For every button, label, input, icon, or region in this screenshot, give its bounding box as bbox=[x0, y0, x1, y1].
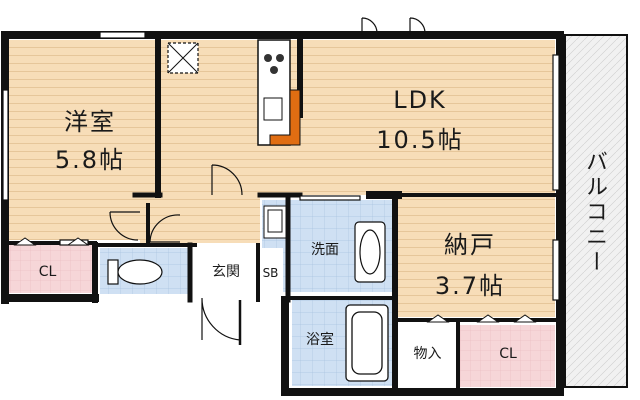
closet-left-floor bbox=[8, 245, 93, 293]
balcony-floor bbox=[564, 34, 628, 388]
ldk-floor bbox=[160, 40, 555, 195]
door-swings-top bbox=[361, 17, 426, 35]
door-swings bbox=[109, 164, 243, 345]
western-room-size: 5.8帖 bbox=[54, 146, 126, 174]
closet-left-label: CL bbox=[38, 264, 57, 280]
ldk-name: LDK bbox=[393, 86, 447, 114]
storeroom-floor bbox=[398, 197, 555, 317]
balcony-label: バルコニー bbox=[582, 150, 607, 275]
washroom-label: 洗面 bbox=[311, 242, 339, 258]
storeroom-name: 納戸 bbox=[444, 231, 496, 259]
entrance-label: 玄関 bbox=[212, 264, 240, 280]
hall-floor bbox=[140, 195, 260, 243]
shoe-box-label: SB bbox=[262, 266, 279, 280]
western-room-name: 洋室 bbox=[64, 108, 116, 136]
storeroom-size: 3.7帖 bbox=[434, 272, 506, 300]
bathtub-icon bbox=[345, 304, 389, 382]
shoe-box bbox=[258, 248, 283, 296]
vent-icon bbox=[167, 42, 199, 74]
washbasin-icon bbox=[354, 221, 386, 283]
toilet-icon bbox=[107, 259, 163, 285]
closet-markers bbox=[13, 237, 537, 323]
closet-right-floor bbox=[460, 325, 555, 387]
entrance-floor bbox=[195, 248, 257, 296]
ldk-size: 10.5帖 bbox=[376, 126, 464, 154]
western-room-floor bbox=[8, 40, 155, 240]
closet-right-label: CL bbox=[499, 346, 517, 362]
bathroom-label: 浴室 bbox=[306, 332, 334, 348]
washing-machine-icon bbox=[263, 205, 287, 239]
storage-label: 物入 bbox=[413, 346, 442, 362]
storage-floor bbox=[398, 325, 456, 387]
kitchen-counter bbox=[257, 39, 301, 146]
